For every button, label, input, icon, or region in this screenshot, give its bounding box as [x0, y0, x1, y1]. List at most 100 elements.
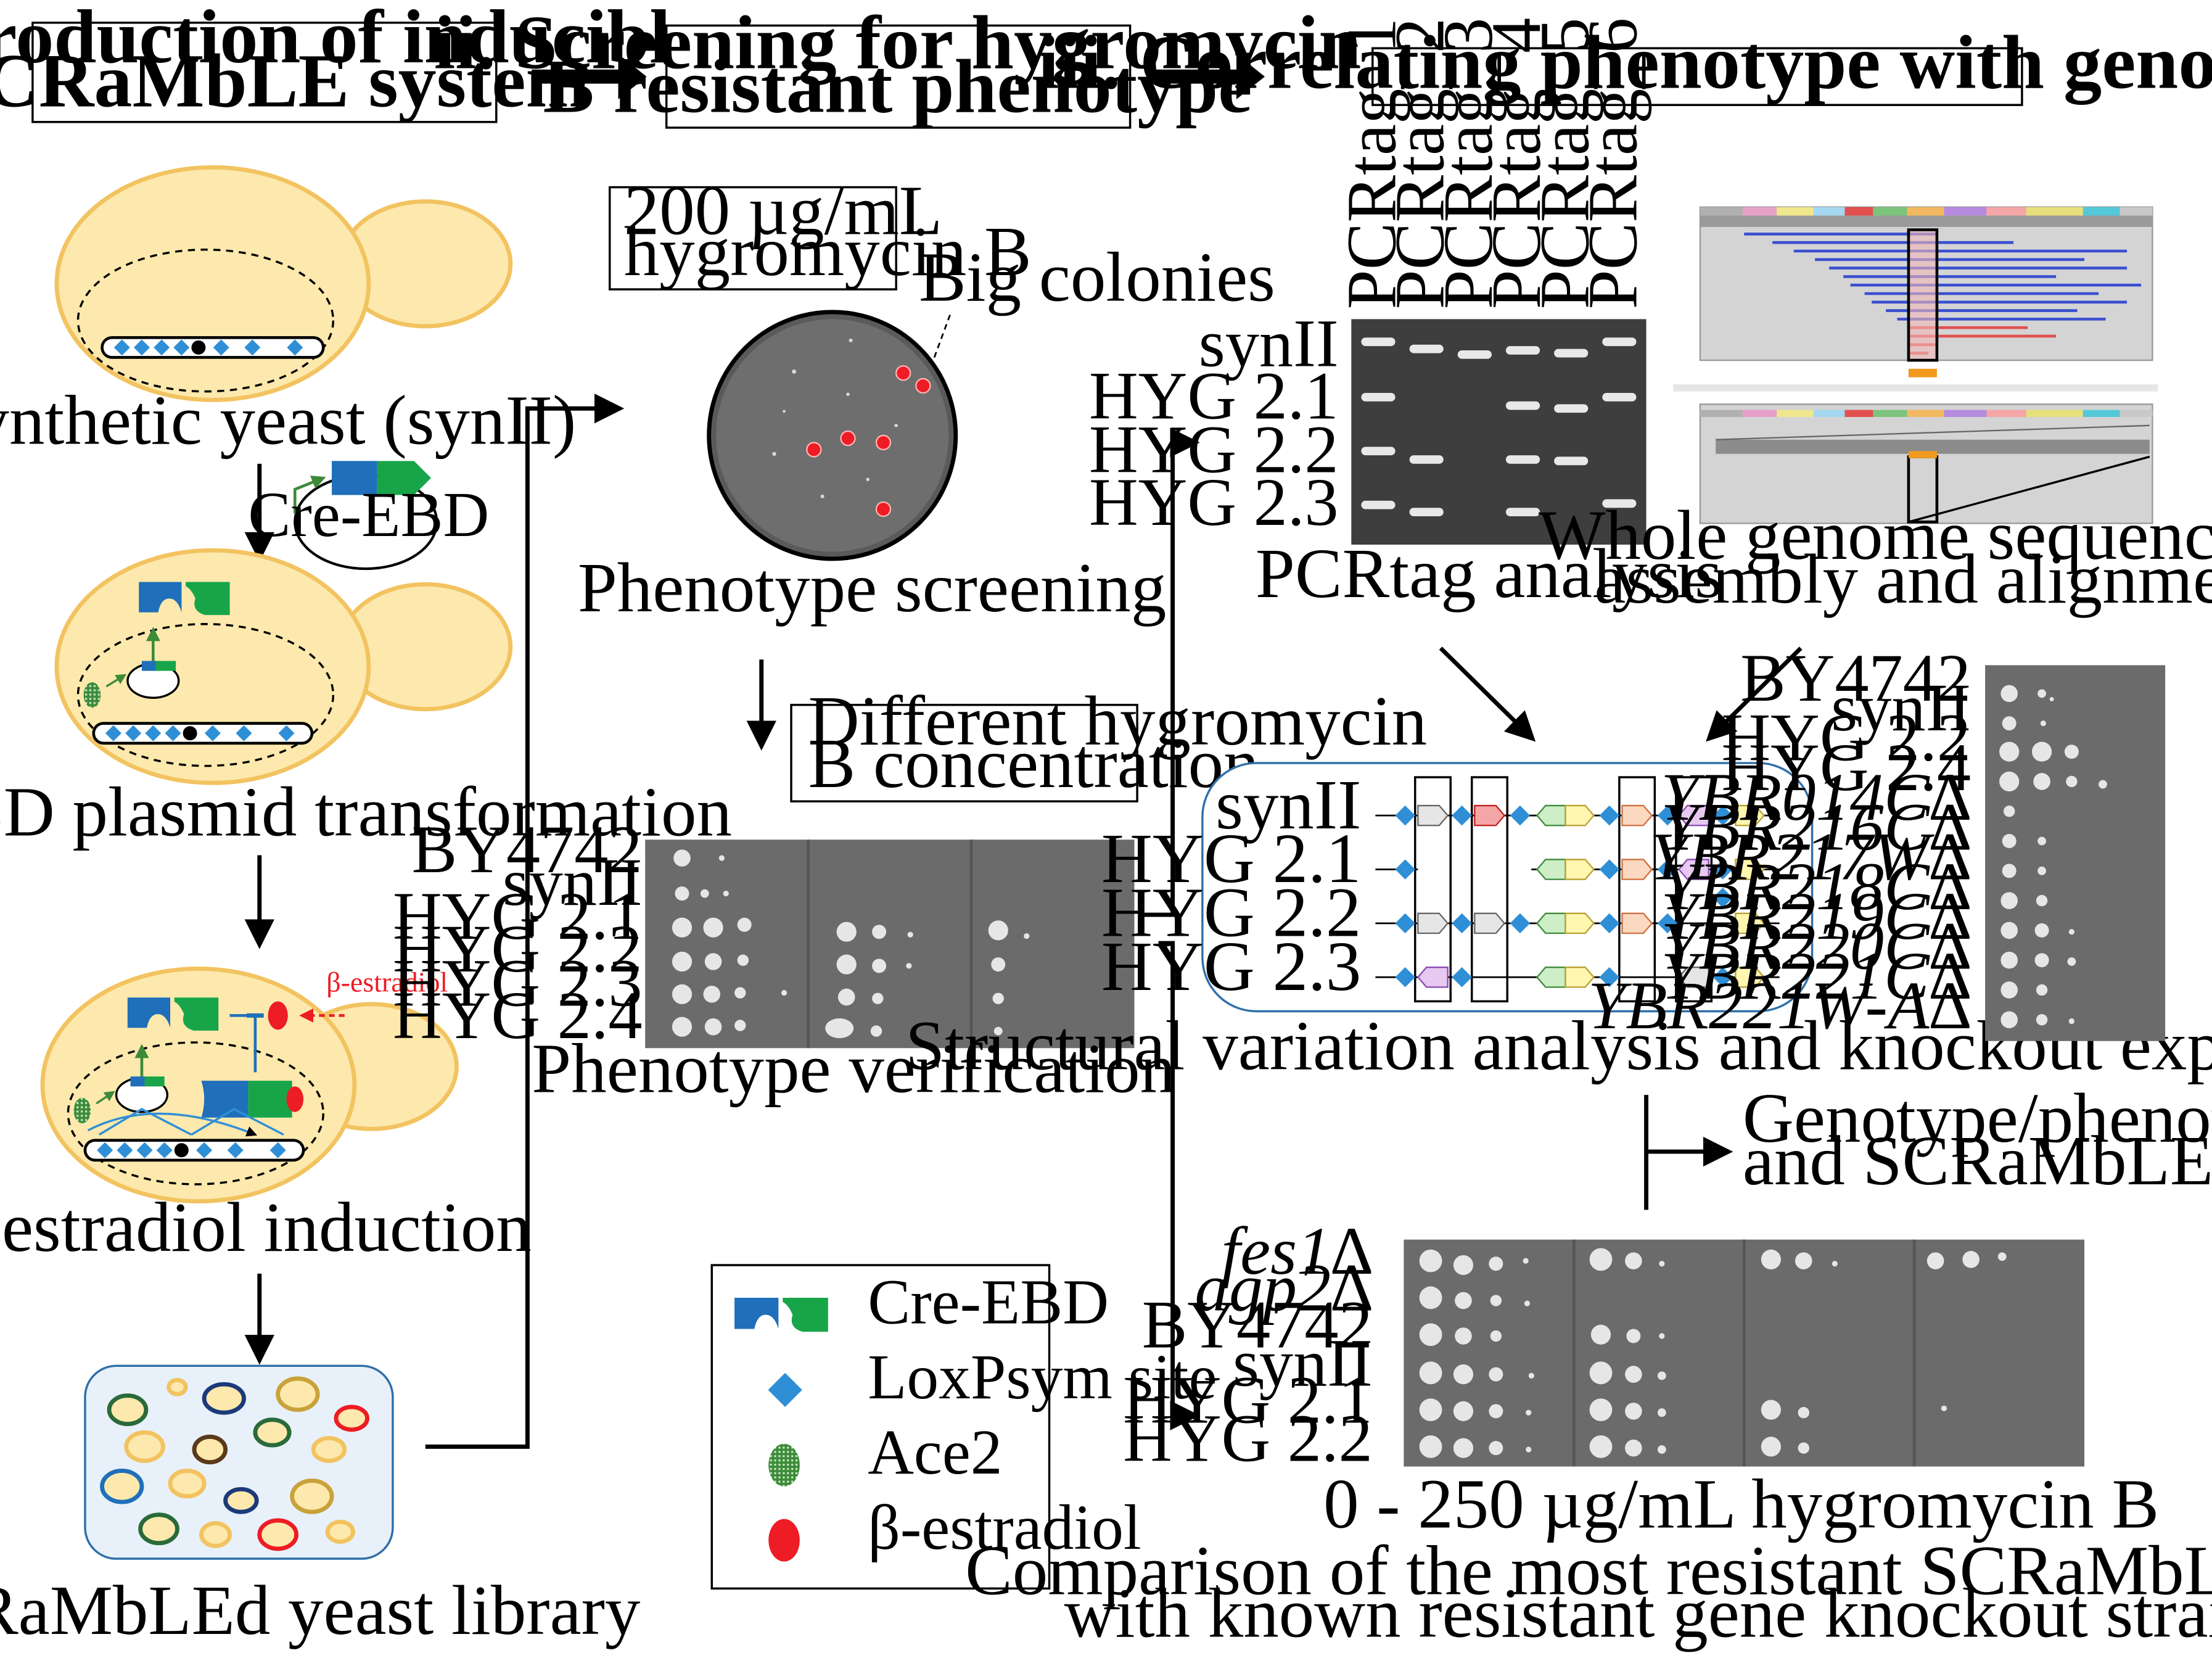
correlation-line1: Genotype/phenotype correlation	[1743, 1079, 2212, 1157]
stage-1-title: i. Introduction of inducible SCRaMbLE sy…	[0, 0, 705, 123]
svg-text:BY4742: BY4742	[412, 812, 643, 887]
library-label: SCRaMbLEd yeast library	[0, 1571, 641, 1649]
wgs-to-sv-arrow	[1706, 646, 1803, 742]
comparison-concentration: 0 - 250 µg/mL hygromycin B	[1323, 1464, 2159, 1543]
svg-text:B concentration: B concentration	[808, 724, 1259, 802]
verification-strain-labels: BY4742 synII HYG 2.1 HYG 2.2 HYG 2.3 HYG…	[393, 812, 643, 1053]
screening-plate	[707, 310, 958, 561]
loxpsym-site	[1395, 805, 1415, 826]
comparison-caption-line2: with known resistant gene knockout strai…	[1064, 1573, 2212, 1652]
svg-text:HYG 2.4: HYG 2.4	[393, 978, 643, 1053]
comparison-caption-line1: Comparison of the most resistant SCRaMbL…	[965, 1532, 2212, 1610]
gel-to-sv-arrow	[1439, 646, 1536, 742]
svg-text:β-estradiol: β-estradiol	[868, 1493, 1141, 1563]
svg-text:YBR220C∆: YBR220C∆	[1661, 908, 1971, 983]
svg-text:iii. Correlating phenotype wit: iii. Correlating phenotype with genotype	[1038, 20, 2212, 105]
svg-text:fes1∆: fes1∆	[1221, 1213, 1372, 1289]
gene-arrow	[1474, 912, 1506, 934]
correlation-arrow	[1644, 1095, 1733, 1210]
loxpsym-site	[1657, 913, 1678, 934]
gene-arrow	[1677, 967, 1709, 988]
structural-variation-diagram: synII HYG 2.1 HYG 2.2 HYG 2.3	[1101, 762, 1814, 1013]
gene-arrow	[1621, 912, 1653, 934]
svg-text:Ace2: Ace2	[868, 1417, 1002, 1488]
stage-arrows	[532, 54, 1265, 99]
screening-label: Phenotype screening	[578, 548, 1166, 627]
svg-text:Cre-EBD: Cre-EBD	[248, 480, 489, 550]
svg-text:BY4742: BY4742	[1142, 1287, 1373, 1362]
loxpsym-site	[1712, 805, 1733, 826]
svg-text:SCRaMbLE system: SCRaMbLE system	[0, 38, 590, 123]
svg-text:PCRtag_2: PCRtag_2	[1381, 18, 1459, 310]
gene-arrow	[1735, 859, 1765, 880]
svg-text:agp2∆: agp2∆	[1195, 1250, 1373, 1326]
svg-text:HYG 2.2: HYG 2.2	[1101, 873, 1361, 952]
loxpsym-site	[1395, 913, 1415, 934]
svg-text:synII: synII	[503, 844, 643, 920]
loxpsym-site	[1657, 805, 1678, 826]
scrambled-yeast-library	[84, 1364, 394, 1560]
library-to-screening-arrow	[425, 394, 625, 1449]
loxpsym-site	[1712, 859, 1733, 880]
svg-text:Cre-EBD: Cre-EBD	[868, 1267, 1109, 1337]
sv-highlight-box	[1414, 776, 1452, 1003]
gene-arrow	[1474, 804, 1506, 827]
induction-label: β-estradiol induction	[0, 1188, 532, 1266]
transformed-yeast-cell	[54, 548, 513, 785]
loxpsym-site	[1657, 859, 1678, 880]
svg-text:PCRtag_5: PCRtag_5	[1525, 18, 1603, 310]
gene-arrow	[1621, 859, 1653, 880]
gene-arrow	[1417, 804, 1449, 827]
cre-ebd-plasmid: Cre-EBD	[248, 461, 489, 571]
svg-text:YBR221C∆: YBR221C∆	[1661, 938, 1971, 1013]
svg-text:HYG 2.1: HYG 2.1	[1123, 1362, 1373, 1437]
gene-arrow	[1735, 804, 1765, 827]
loxpsym-site	[1510, 805, 1531, 826]
svg-text:synII: synII	[1831, 670, 1971, 745]
svg-text:YBR217W∆: YBR217W∆	[1650, 819, 1971, 894]
gene-arrow	[1621, 804, 1653, 827]
loxpsym-site	[1599, 913, 1620, 934]
sv-highlight-box	[1471, 776, 1508, 1003]
verification-to-genotype-arrow	[1144, 427, 1200, 917]
loxpsym-site	[1599, 805, 1620, 826]
svg-text:synII: synII	[1199, 305, 1339, 381]
svg-text:YBR221W-A∆: YBR221W-A∆	[1588, 968, 1971, 1043]
ace2-icon	[768, 1443, 800, 1487]
svg-text:HYG 2.2: HYG 2.2	[1089, 412, 1339, 487]
svg-text:synII: synII	[1215, 765, 1361, 844]
loxpsym-icon	[768, 1372, 802, 1408]
svg-text:BY4742: BY4742	[1740, 640, 1971, 716]
svg-text:YBR219C∆: YBR219C∆	[1661, 878, 1971, 954]
svg-text:HYG 2.4: HYG 2.4	[1721, 730, 1971, 805]
svg-text:PCRtag_1: PCRtag_1	[1333, 18, 1411, 310]
svg-text:HYG 2.3: HYG 2.3	[1101, 927, 1361, 1005]
loxpsym-site	[1395, 967, 1415, 988]
legend: Cre-EBD LoxPsym site Ace2 β-estradiol	[710, 1264, 1217, 1590]
gene-arrow	[1564, 859, 1595, 880]
svg-text:HYG 2.3: HYG 2.3	[393, 945, 643, 1020]
gene-arrow	[1564, 804, 1595, 827]
verification-plate	[645, 839, 1135, 1049]
concentration-range-box: Different hygromycin B concentration	[790, 682, 1427, 802]
correlation-line2: and SCRaMbLE capacity	[1743, 1121, 2212, 1200]
pcrtag-gel: PCRtag_1 PCRtag_2 PCRtag_3 PCRtag_4 PCRt…	[1089, 18, 1651, 545]
svg-text:B resistant phenotype: B resistant phenotype	[543, 44, 1252, 129]
gene-arrow	[1564, 967, 1595, 988]
synthetic-yeast-cell	[54, 165, 513, 402]
loxpsym-site	[1395, 859, 1415, 880]
svg-text:PCRtag_4: PCRtag_4	[1477, 18, 1555, 310]
svg-text:HYG 2.1: HYG 2.1	[393, 878, 643, 954]
stage-3-title: iii. Correlating phenotype with genotype	[1038, 20, 2212, 106]
loxpsym-site	[1712, 888, 1733, 908]
svg-text:hygromycin B: hygromycin B	[624, 212, 1032, 291]
svg-text:YBR216C∆: YBR216C∆	[1661, 789, 1971, 864]
comparison-spot-panel: fes1∆ agp2∆ BY4742 synII HYG 2.1 HYG 2.2	[1123, 1213, 2085, 1475]
wgs-alignment-view	[1673, 206, 2158, 524]
svg-text:200 µg/mL: 200 µg/mL	[624, 171, 942, 249]
knockout-spot-panel: BY4742 synII HYG 2.2 HYG 2.4 YBR014C∆ YB…	[1588, 640, 2166, 1043]
svg-text:LoxPsym site: LoxPsym site	[868, 1342, 1217, 1413]
svg-text:HYG 2.2: HYG 2.2	[393, 911, 643, 986]
gene-arrow	[1735, 912, 1765, 934]
loxpsym-site	[1599, 859, 1620, 880]
